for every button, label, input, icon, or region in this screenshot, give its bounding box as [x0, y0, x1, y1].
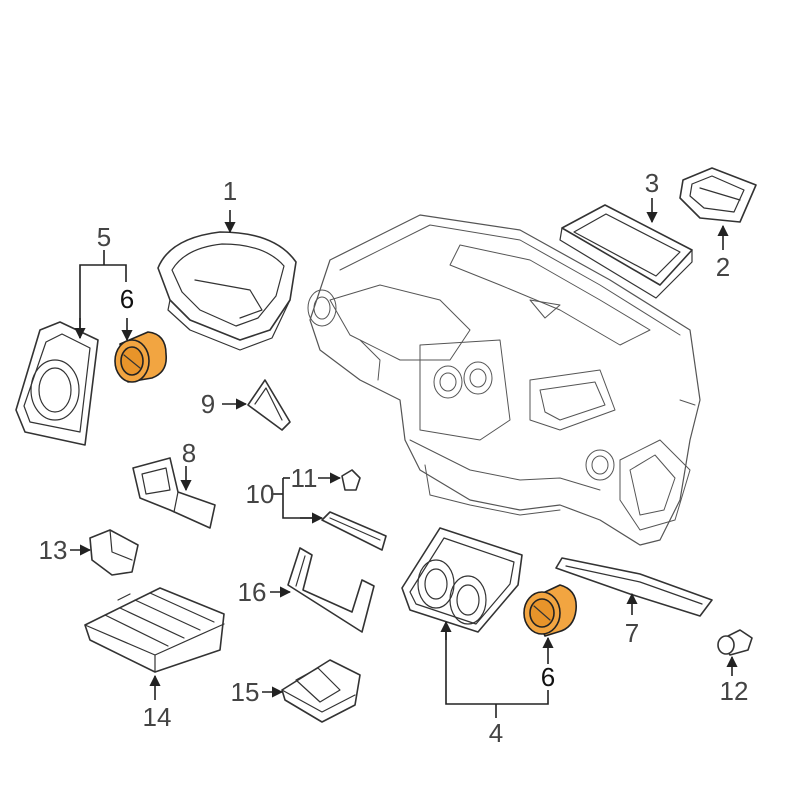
- callout-3: 3: [645, 168, 659, 198]
- part-11-clip: [341, 469, 361, 491]
- part-15-latch: [281, 659, 361, 723]
- callout-1: 1: [223, 176, 237, 206]
- callout-2: 2: [716, 252, 730, 282]
- part-12-bulb: [717, 629, 753, 656]
- part-3-display: [559, 204, 693, 299]
- callout-9: 9: [201, 389, 215, 419]
- part-4-vent-panel: [401, 527, 523, 633]
- callout-7: 7: [625, 618, 639, 648]
- callout-5: 5: [97, 222, 111, 252]
- part-1-cluster-hood: [157, 231, 297, 351]
- part-2-bezel: [679, 167, 757, 223]
- callout-15: 15: [231, 677, 260, 707]
- callout-8: 8: [182, 438, 196, 468]
- part-16-frame: [287, 547, 375, 633]
- callout-6-left: 6: [120, 284, 134, 314]
- part-13-pocket: [89, 529, 139, 576]
- callout-4: 4: [489, 718, 503, 748]
- callout-labels: 1 2 3 4 5 6 6 7 8 9 10 11 12 13 14 15 16: [39, 168, 749, 748]
- leader-lines: [70, 198, 738, 718]
- callout-14: 14: [143, 702, 172, 732]
- part-8-bracket: [132, 457, 216, 529]
- dashboard-assembly: [307, 214, 701, 546]
- callout-13: 13: [39, 535, 68, 565]
- part-5-speaker-panel: [15, 321, 99, 446]
- part-6-vent-right: [523, 584, 577, 637]
- part-7-trim-strip: [555, 557, 713, 617]
- callout-6-right: 6: [541, 662, 555, 692]
- part-6-vent-left: [114, 331, 168, 383]
- part-10-strip: [321, 511, 387, 551]
- callout-11: 11: [291, 463, 318, 493]
- part-14-tray: [84, 587, 225, 673]
- callout-12: 12: [720, 676, 749, 706]
- callout-16: 16: [238, 577, 267, 607]
- part-9-trim: [247, 379, 291, 431]
- callout-10: 10: [246, 479, 275, 509]
